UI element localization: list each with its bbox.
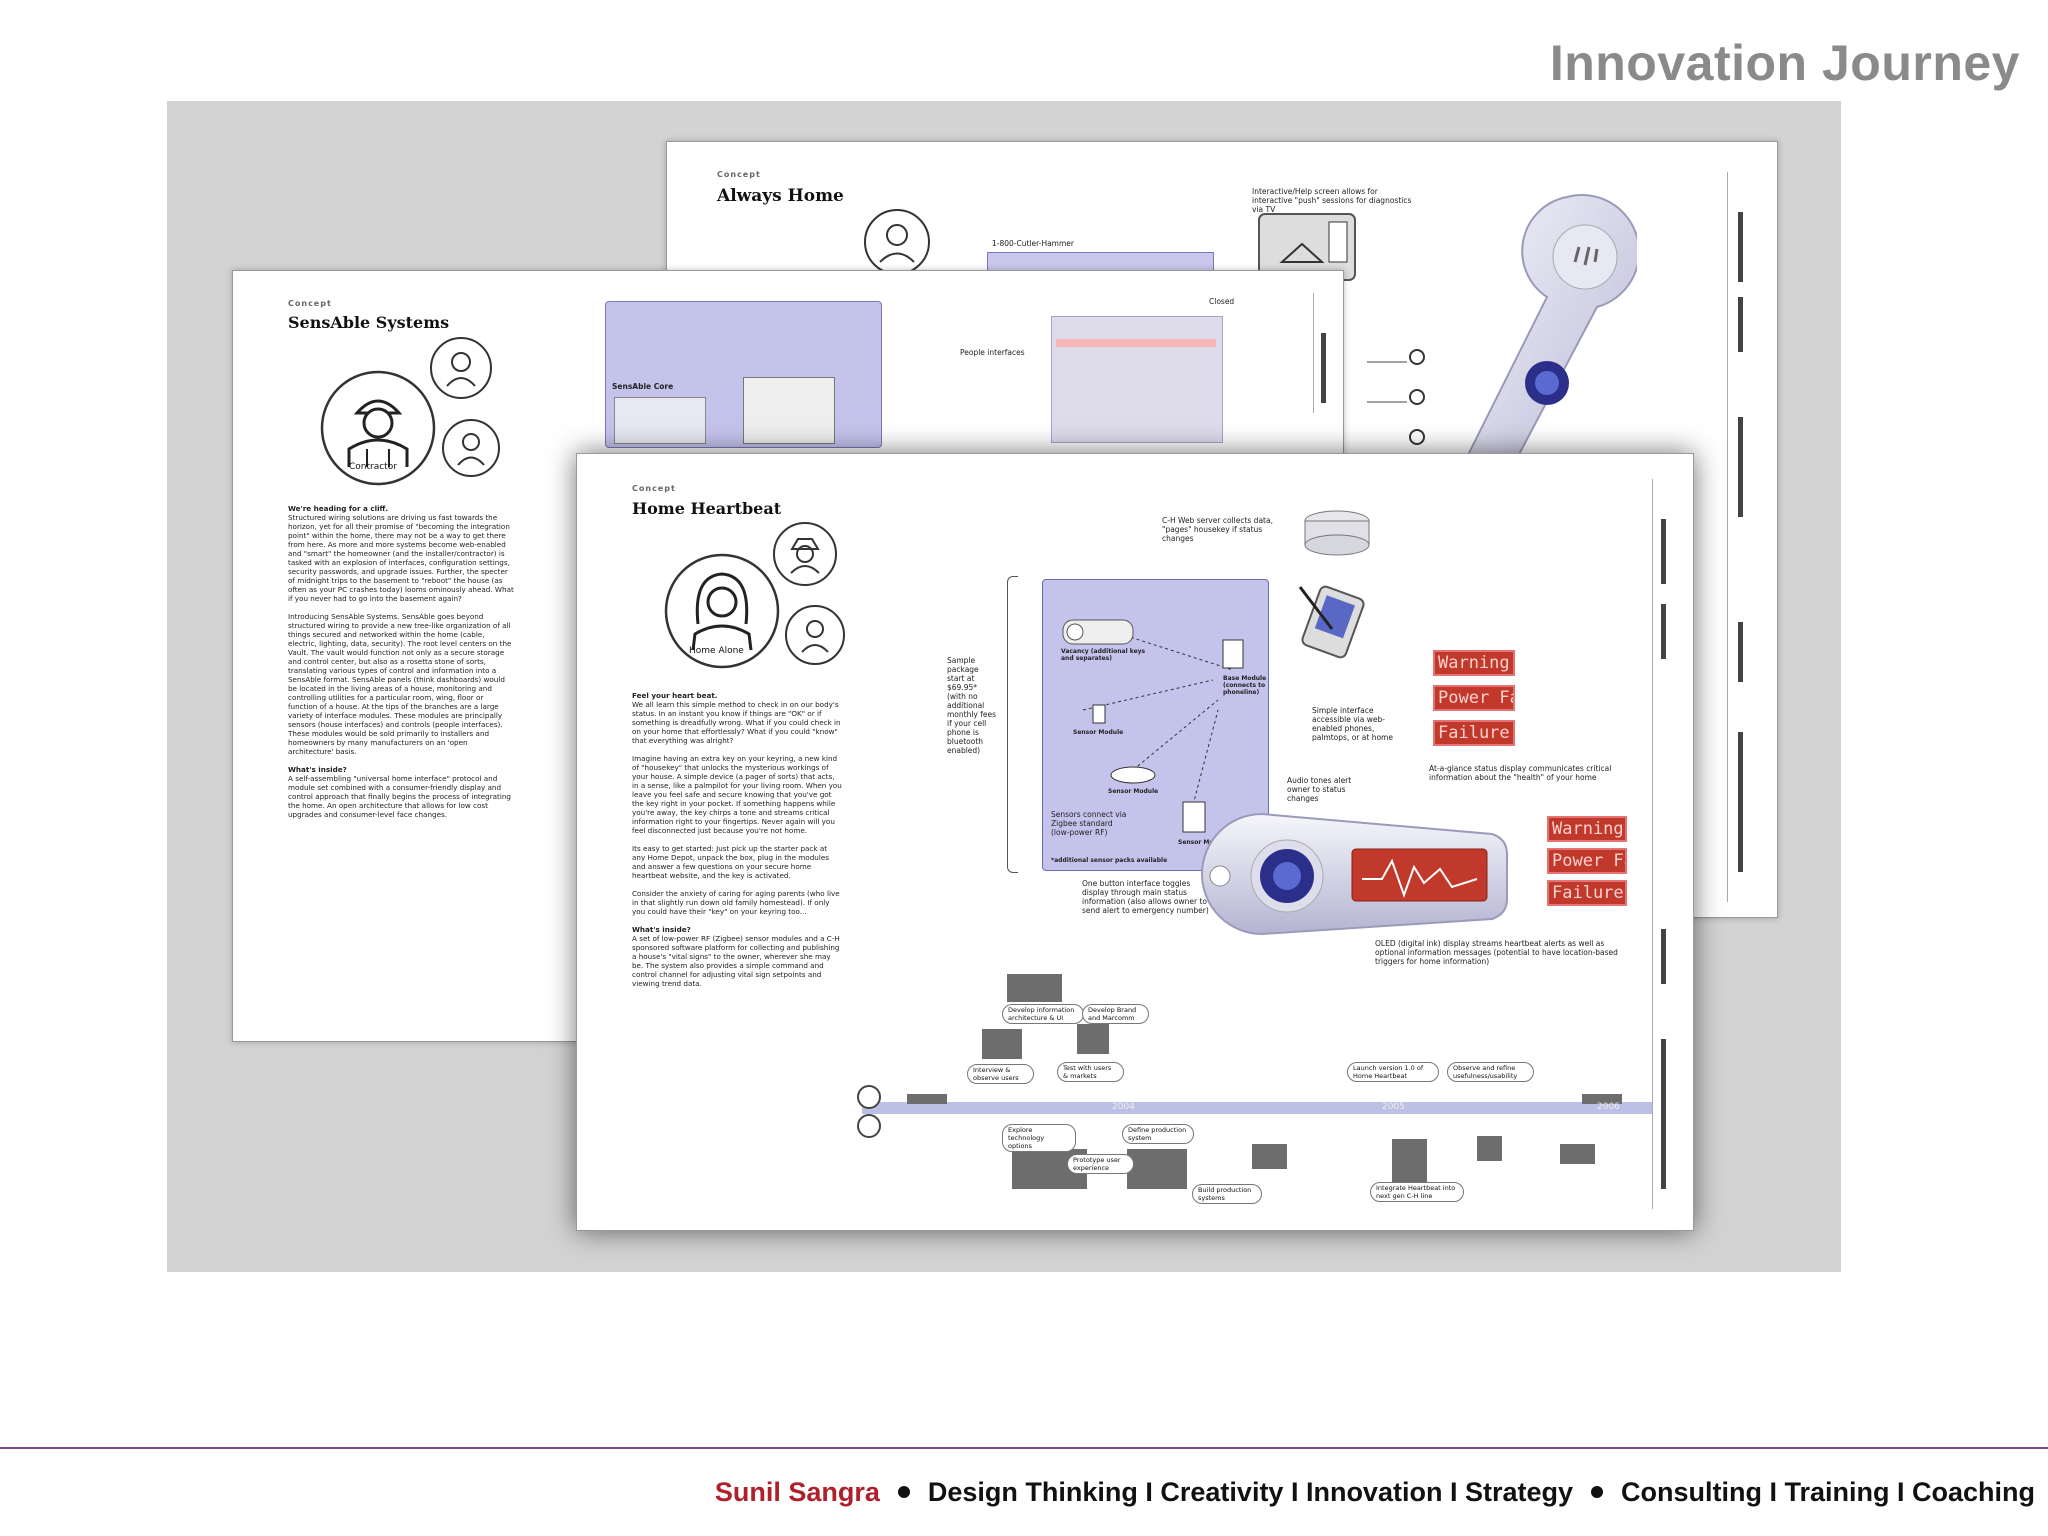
module-label: Sensor Module xyxy=(1108,788,1159,795)
paragraph: A self-assembling "universal home interf… xyxy=(288,774,511,819)
timeline-label: Build production systems xyxy=(1192,1184,1262,1204)
persona-icon xyxy=(430,337,492,399)
timeline-label: Develop Brand and Marcomm xyxy=(1082,1004,1149,1024)
timeline-label: Interview & observe users xyxy=(967,1064,1034,1084)
server-note: C-H Web server collects data, "pages" ho… xyxy=(1162,516,1273,543)
timeline: Develop information architecture & UI De… xyxy=(857,974,1652,1219)
sensors-note: Sensors connect via Zigbee standard (low… xyxy=(1051,810,1127,837)
status-warning-tag: Warning xyxy=(1433,650,1515,676)
status-power-tag: Power Fa xyxy=(1433,685,1515,711)
timeline-year: 2004 xyxy=(1112,1102,1135,1112)
web-screen-panel xyxy=(1051,316,1223,443)
page-side-rail xyxy=(1727,172,1758,902)
server-icon xyxy=(1304,510,1370,556)
persona-icon xyxy=(864,209,930,275)
status-power-tag: Power Fa xyxy=(1547,848,1627,874)
timeline-label: Define production system xyxy=(1122,1124,1194,1144)
persona-label: Contractor xyxy=(349,462,397,472)
section-heading: We're heading for a cliff. xyxy=(288,504,389,513)
housekey-device-icon xyxy=(1465,194,1637,479)
page-home-heartbeat: Concept Home Heartbeat Home Alone Feel y… xyxy=(576,453,1694,1231)
page-title: Home Heartbeat xyxy=(632,499,782,518)
footer: Sunil Sangra Design Thinking I Creativity… xyxy=(715,1477,2035,1508)
document-collage: Concept Always Home 1-800-Cutler-Hammer … xyxy=(167,101,1841,1272)
paragraph: Introducing SensAble Systems. SensAble g… xyxy=(288,612,512,756)
paragraph: We all learn this simple method to check… xyxy=(632,700,841,745)
bullet-icon xyxy=(897,1485,910,1498)
button-interface-note: One button interface toggles display thr… xyxy=(1082,879,1209,915)
sensable-core-panel: SensAble Core xyxy=(605,301,882,448)
phone-note: 1-800-Cutler-Hammer xyxy=(992,239,1074,248)
person-node-icon xyxy=(1367,349,1425,445)
status-failure-tag: Failure xyxy=(1433,720,1515,746)
tv-note: Interactive/Help screen allows for inter… xyxy=(1252,187,1412,214)
bullet-icon xyxy=(1591,1485,1603,1498)
page-title: Always Home xyxy=(717,186,844,206)
timeline-label: Prototype user experience xyxy=(1067,1154,1134,1174)
footer-topics: Design Thinking I Creativity I Innovatio… xyxy=(927,1477,1573,1507)
timeline-label: Integrate Heartbeat into next gen C-H li… xyxy=(1370,1182,1464,1202)
module-label: Sensor Module xyxy=(1178,839,1229,846)
section-heading: What's inside? xyxy=(632,925,691,934)
user-node-icon xyxy=(857,1085,881,1138)
author-name: Sunil Sangra xyxy=(714,1477,880,1507)
module-network-panel: Vacancy (additional keys and separates) … xyxy=(1042,579,1269,871)
paragraph: Consider the anxiety of caring for aging… xyxy=(632,889,840,916)
audio-note: Audio tones alert owner to status change… xyxy=(1287,776,1352,803)
paragraph: Imagine having an extra key on your keyr… xyxy=(632,754,842,835)
contractor-persona-icon xyxy=(320,370,436,486)
paragraph: Its easy to get started: Just pick up th… xyxy=(632,844,829,880)
paragraph: A set of low-power RF (Zigbee) sensor mo… xyxy=(632,934,840,988)
timeline-year: 2005 xyxy=(1382,1102,1405,1112)
page-side-rail xyxy=(1652,479,1678,1209)
timeline-label: Explore technology options xyxy=(1002,1124,1076,1152)
persona-label: Home Alone xyxy=(689,646,744,656)
timeline-band xyxy=(862,1102,1652,1114)
core-label: SensAble Core xyxy=(612,382,674,391)
pda-icon xyxy=(1298,585,1365,659)
home-alone-persona-icon xyxy=(664,553,780,669)
concept-label: Concept xyxy=(717,170,761,179)
package-brace xyxy=(1007,576,1018,873)
module-links-diagram xyxy=(1062,619,1244,833)
footer-services: Consulting I Training I Coaching xyxy=(1621,1477,2035,1507)
people-label: People interfaces xyxy=(960,348,1025,357)
concept-label: Concept xyxy=(632,484,676,493)
housekey-device-icon xyxy=(1201,812,1508,936)
footer-divider xyxy=(0,1447,2048,1449)
simple-interface-note: Simple interface accessible via web-enab… xyxy=(1312,706,1393,742)
timeline-label: Observe and refine usefulness/usability xyxy=(1447,1062,1534,1082)
status-warning-tag: Warning xyxy=(1547,816,1627,842)
section-heading: Feel your heart beat. xyxy=(632,691,718,700)
paragraph: Structured wiring solutions are driving … xyxy=(288,513,514,603)
persona-icon xyxy=(785,605,845,665)
module-label: Sensor Module xyxy=(1073,729,1124,736)
additional-sensors-note: *additional sensor packs available xyxy=(1051,857,1168,864)
package-note: Sample package start at $69.95* (with no… xyxy=(947,656,997,755)
persona-icon xyxy=(773,522,837,586)
closed-label: Closed xyxy=(1209,297,1235,306)
glance-note: At-a-glance status display communicates … xyxy=(1429,764,1612,782)
timeline-label: Test with users & markets xyxy=(1057,1062,1124,1082)
timeline-label: Develop information architecture & UI xyxy=(1002,1004,1084,1024)
persona-icon xyxy=(442,419,500,477)
timeline-label: Launch version 1.0 of Home Heartbeat xyxy=(1347,1062,1439,1082)
slide-title: Innovation Journey xyxy=(1549,35,2020,91)
page-side-rail xyxy=(1313,293,1334,413)
oled-note: OLED (digital ink) display streams heart… xyxy=(1375,939,1618,966)
section-heading: What's inside? xyxy=(288,765,347,774)
module-label: Base Module (connects to phoneline) xyxy=(1223,675,1267,696)
page-title: SensAble Systems xyxy=(288,313,450,332)
body-copy: We're heading for a cliff. Structured wi… xyxy=(288,504,514,828)
status-failure-tag: Failure xyxy=(1547,880,1627,906)
body-copy: Feel your heart beat. We all learn this … xyxy=(632,691,842,997)
concept-label: Concept xyxy=(288,299,332,308)
timeline-year: 2006 xyxy=(1597,1102,1620,1112)
module-label: Vacancy (additional keys and separates) xyxy=(1061,648,1146,662)
